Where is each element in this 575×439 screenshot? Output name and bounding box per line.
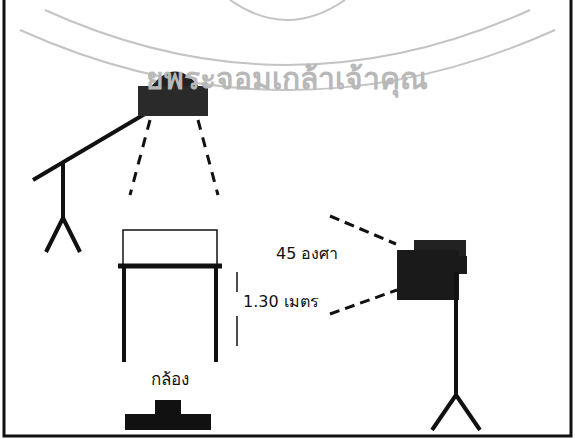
dimension-label: 1.30 เมตร [243, 293, 319, 311]
camera-symbol [125, 400, 211, 430]
table [118, 230, 222, 362]
tripod [432, 272, 480, 430]
light-beam [130, 120, 218, 195]
sight-line [330, 216, 397, 314]
frame [4, 0, 571, 436]
angle-label: 45 องศา [276, 245, 338, 263]
dimension-line [236, 272, 238, 346]
watermark: ยพระจอมเกล้าเจ้าคุณ [146, 62, 428, 95]
part-label: กล้อง [151, 370, 189, 389]
